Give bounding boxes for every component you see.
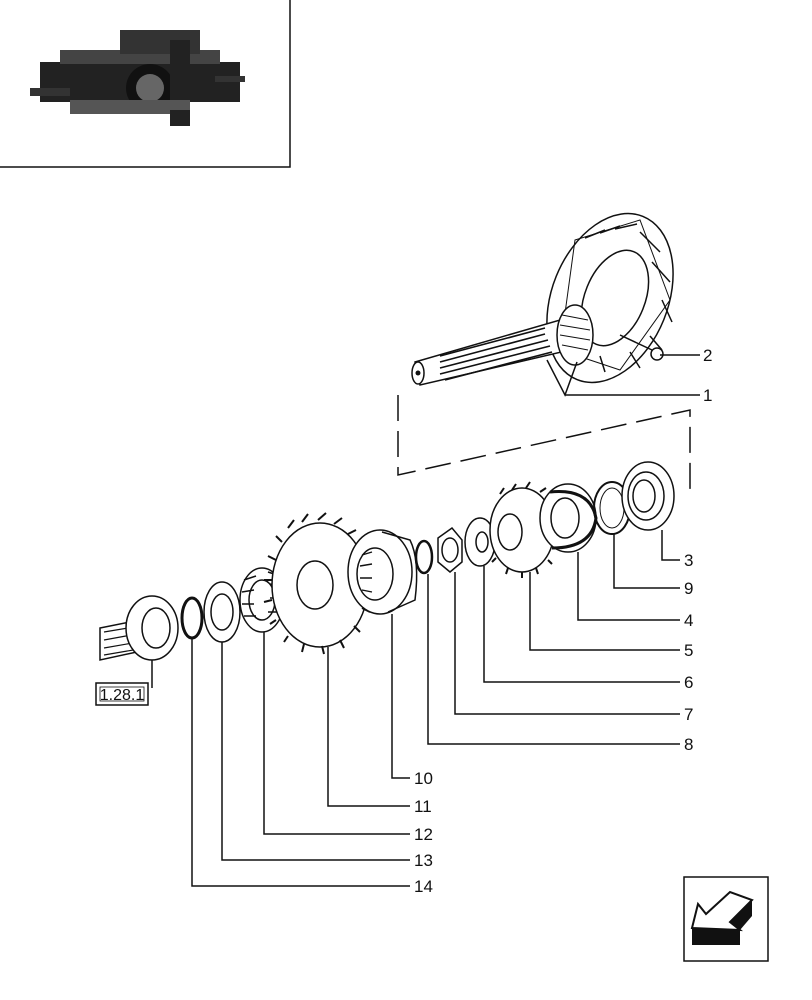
- back-arrow-icon[interactable]: [683, 876, 769, 962]
- callout-7: 7: [684, 705, 693, 724]
- callout-14: 14: [414, 877, 433, 896]
- callout-labels: 1 2 3 9 4 5 6 7 8 10 11 12 13 14: [414, 346, 712, 896]
- callout-2: 2: [703, 346, 712, 365]
- leader-lines: [151, 354, 700, 887]
- callout-11: 11: [414, 797, 432, 816]
- pinion-shaft-part-1: [411, 212, 674, 386]
- race-part-13: [203, 581, 241, 643]
- nut-part-7: [437, 526, 463, 573]
- callout-5: 5: [684, 641, 693, 660]
- shaft-splines: [439, 327, 553, 381]
- tractor-transmission-thumbnail-icon: [0, 0, 291, 168]
- callout-3: 3: [684, 551, 693, 570]
- tapered-bearing-part-4: [539, 483, 598, 553]
- callout-6: 6: [684, 673, 693, 692]
- callout-9: 9: [684, 579, 693, 598]
- gear-part-5: [489, 481, 563, 578]
- callout-4: 4: [684, 611, 693, 630]
- large-gear-part-11: [263, 512, 375, 655]
- spacer-part-6: [464, 517, 496, 567]
- callout-10: 10: [414, 769, 433, 788]
- callout-1: 1: [703, 386, 712, 405]
- sliding-coupler-part-10: [347, 529, 418, 615]
- assembly-dashed-line: [397, 395, 691, 492]
- callout-8: 8: [684, 735, 693, 754]
- callout-12: 12: [414, 825, 433, 844]
- reference-box-label: 1.28.1: [100, 687, 145, 704]
- washer-part-8: [414, 539, 434, 575]
- gear-reference-1-28-1: [125, 595, 179, 661]
- bolt-part-2: [619, 334, 664, 361]
- snap-ring-part-14: [180, 596, 204, 640]
- callout-13: 13: [414, 851, 433, 870]
- bearing-cup-part-3: [621, 461, 675, 531]
- reference-box[interactable]: 1.28.1: [95, 682, 149, 706]
